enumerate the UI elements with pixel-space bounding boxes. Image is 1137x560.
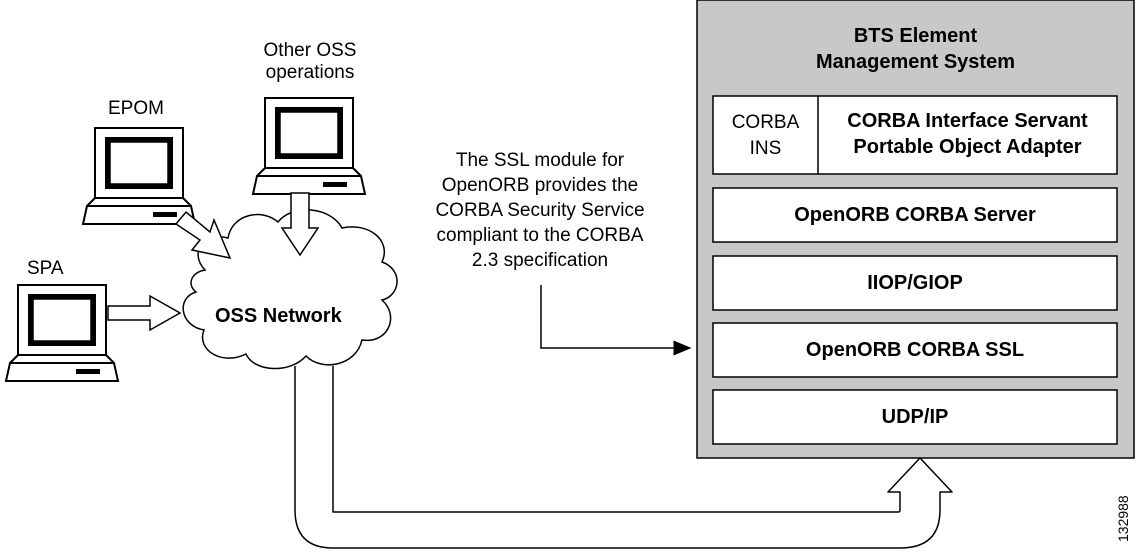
note-line-1: The SSL module for bbox=[455, 150, 625, 171]
label-oss-network: OSS Network bbox=[215, 305, 342, 327]
note-line-4: compliant to the CORBA bbox=[436, 225, 644, 246]
layer-openorb-ssl bbox=[712, 322, 1118, 378]
layer-openorb-server bbox=[712, 187, 1118, 243]
label-other-oss-line1: Other OSS bbox=[263, 40, 357, 61]
layer-label-udp-ip: UDP/IP bbox=[881, 405, 949, 428]
pc-epom-icon bbox=[82, 127, 196, 225]
arrow-note-to-ssl bbox=[540, 285, 692, 356]
label-epom: EPOM bbox=[108, 98, 164, 119]
corba-ins-line2: INS bbox=[749, 138, 782, 159]
layer-label-iiop-giop: IIOP/GIOP bbox=[867, 271, 963, 294]
servant-line1: CORBA Interface Servant bbox=[847, 110, 1088, 132]
label-spa: SPA bbox=[27, 258, 64, 279]
corba-ins-box bbox=[712, 95, 1118, 175]
pc-spa-icon bbox=[5, 284, 119, 382]
note-line-2: OpenORB provides the bbox=[441, 175, 639, 196]
servant-line2: Portable Object Adapter bbox=[853, 136, 1082, 158]
arrow-spa-to-network bbox=[107, 294, 182, 332]
figure-id: 132988 bbox=[1115, 495, 1131, 542]
layer-label-openorb-server: OpenORB CORBA Server bbox=[794, 203, 1036, 226]
note-line-5: 2.3 specification bbox=[471, 250, 609, 271]
ems-title-line1: BTS Element bbox=[853, 25, 978, 47]
label-other-oss-line2: operations bbox=[265, 62, 355, 83]
arrow-epom-to-network bbox=[174, 210, 232, 260]
corba-ins-line1: CORBA bbox=[731, 112, 800, 133]
layer-udp-ip bbox=[712, 389, 1118, 445]
pc-other-oss-icon bbox=[252, 97, 366, 195]
oss-network-cloud bbox=[182, 209, 398, 370]
ems-title-line2: Management System bbox=[816, 51, 1015, 73]
note-line-3: CORBA Security Service bbox=[435, 200, 645, 221]
pipe-network-to-ems bbox=[294, 366, 953, 549]
arrow-other-oss-to-network bbox=[280, 192, 320, 257]
layer-iiop-giop bbox=[712, 255, 1118, 311]
layer-label-openorb-ssl: OpenORB CORBA SSL bbox=[805, 338, 1025, 361]
